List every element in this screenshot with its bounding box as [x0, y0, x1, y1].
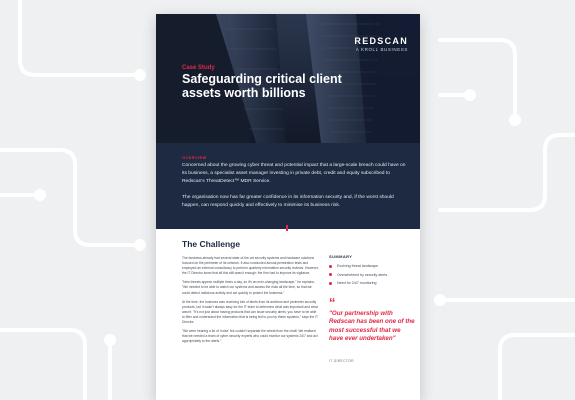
overview-paragraph: The organisation now has far greater con…	[182, 195, 394, 208]
pull-quote: "Our partnership with Redscan has been o…	[329, 310, 415, 343]
case-study-label: Case Study	[182, 65, 215, 71]
overview-paragraph: Concerned about the growing cyber threat…	[182, 163, 406, 184]
summary-label: SUMMARY	[329, 254, 353, 259]
summary-item: Need for 24/7 monitoring	[329, 281, 409, 285]
quote-mark-icon: “	[329, 295, 336, 310]
body-paragraph: At the time, the business was receiving …	[182, 299, 318, 325]
summary-item-text: Evolving threat landscape	[337, 264, 379, 268]
body-paragraph: The business already had several state-o…	[182, 256, 319, 276]
summary-item-text: Need for 24/7 monitoring	[337, 281, 377, 285]
summary-item: Overwhelmed by security alerts	[329, 273, 409, 277]
summary-box: SUMMARY Evolving threat landscape Overwh…	[329, 254, 409, 290]
document-title: Safeguarding critical client assets wort…	[182, 72, 342, 100]
logo-wordmark: REDSCAN	[354, 36, 408, 46]
body-paragraph: "New threats appear multiple times a day…	[182, 280, 315, 295]
logo-tagline: A KROLL BUSINESS	[355, 47, 408, 52]
challenge-heading: The Challenge	[182, 239, 241, 249]
section-divider	[286, 225, 288, 231]
bullet-icon	[329, 281, 332, 285]
case-study-document: REDSCAN A KROLL BUSINESS Case Study Safe…	[156, 14, 420, 400]
summary-item: Evolving threat landscape	[329, 264, 409, 268]
bullet-icon	[329, 273, 332, 276]
overview-section: OVERVIEW Concerned about the growing cyb…	[156, 143, 420, 229]
overview-label: OVERVIEW	[182, 155, 207, 160]
redscan-logo: REDSCAN A KROLL BUSINESS	[354, 36, 408, 52]
quote-attribution: IT DIRECTOR	[329, 359, 354, 363]
summary-item-text: Overwhelmed by security alerts	[337, 272, 388, 277]
bullet-icon	[329, 264, 332, 268]
hero-banner: REDSCAN A KROLL BUSINESS Case Study Safe…	[156, 14, 420, 143]
challenge-body: The business already had several state-o…	[182, 256, 320, 348]
body-paragraph: "We were hearing a lot of 'noise' but co…	[182, 329, 318, 344]
skyscraper-image	[156, 14, 420, 143]
